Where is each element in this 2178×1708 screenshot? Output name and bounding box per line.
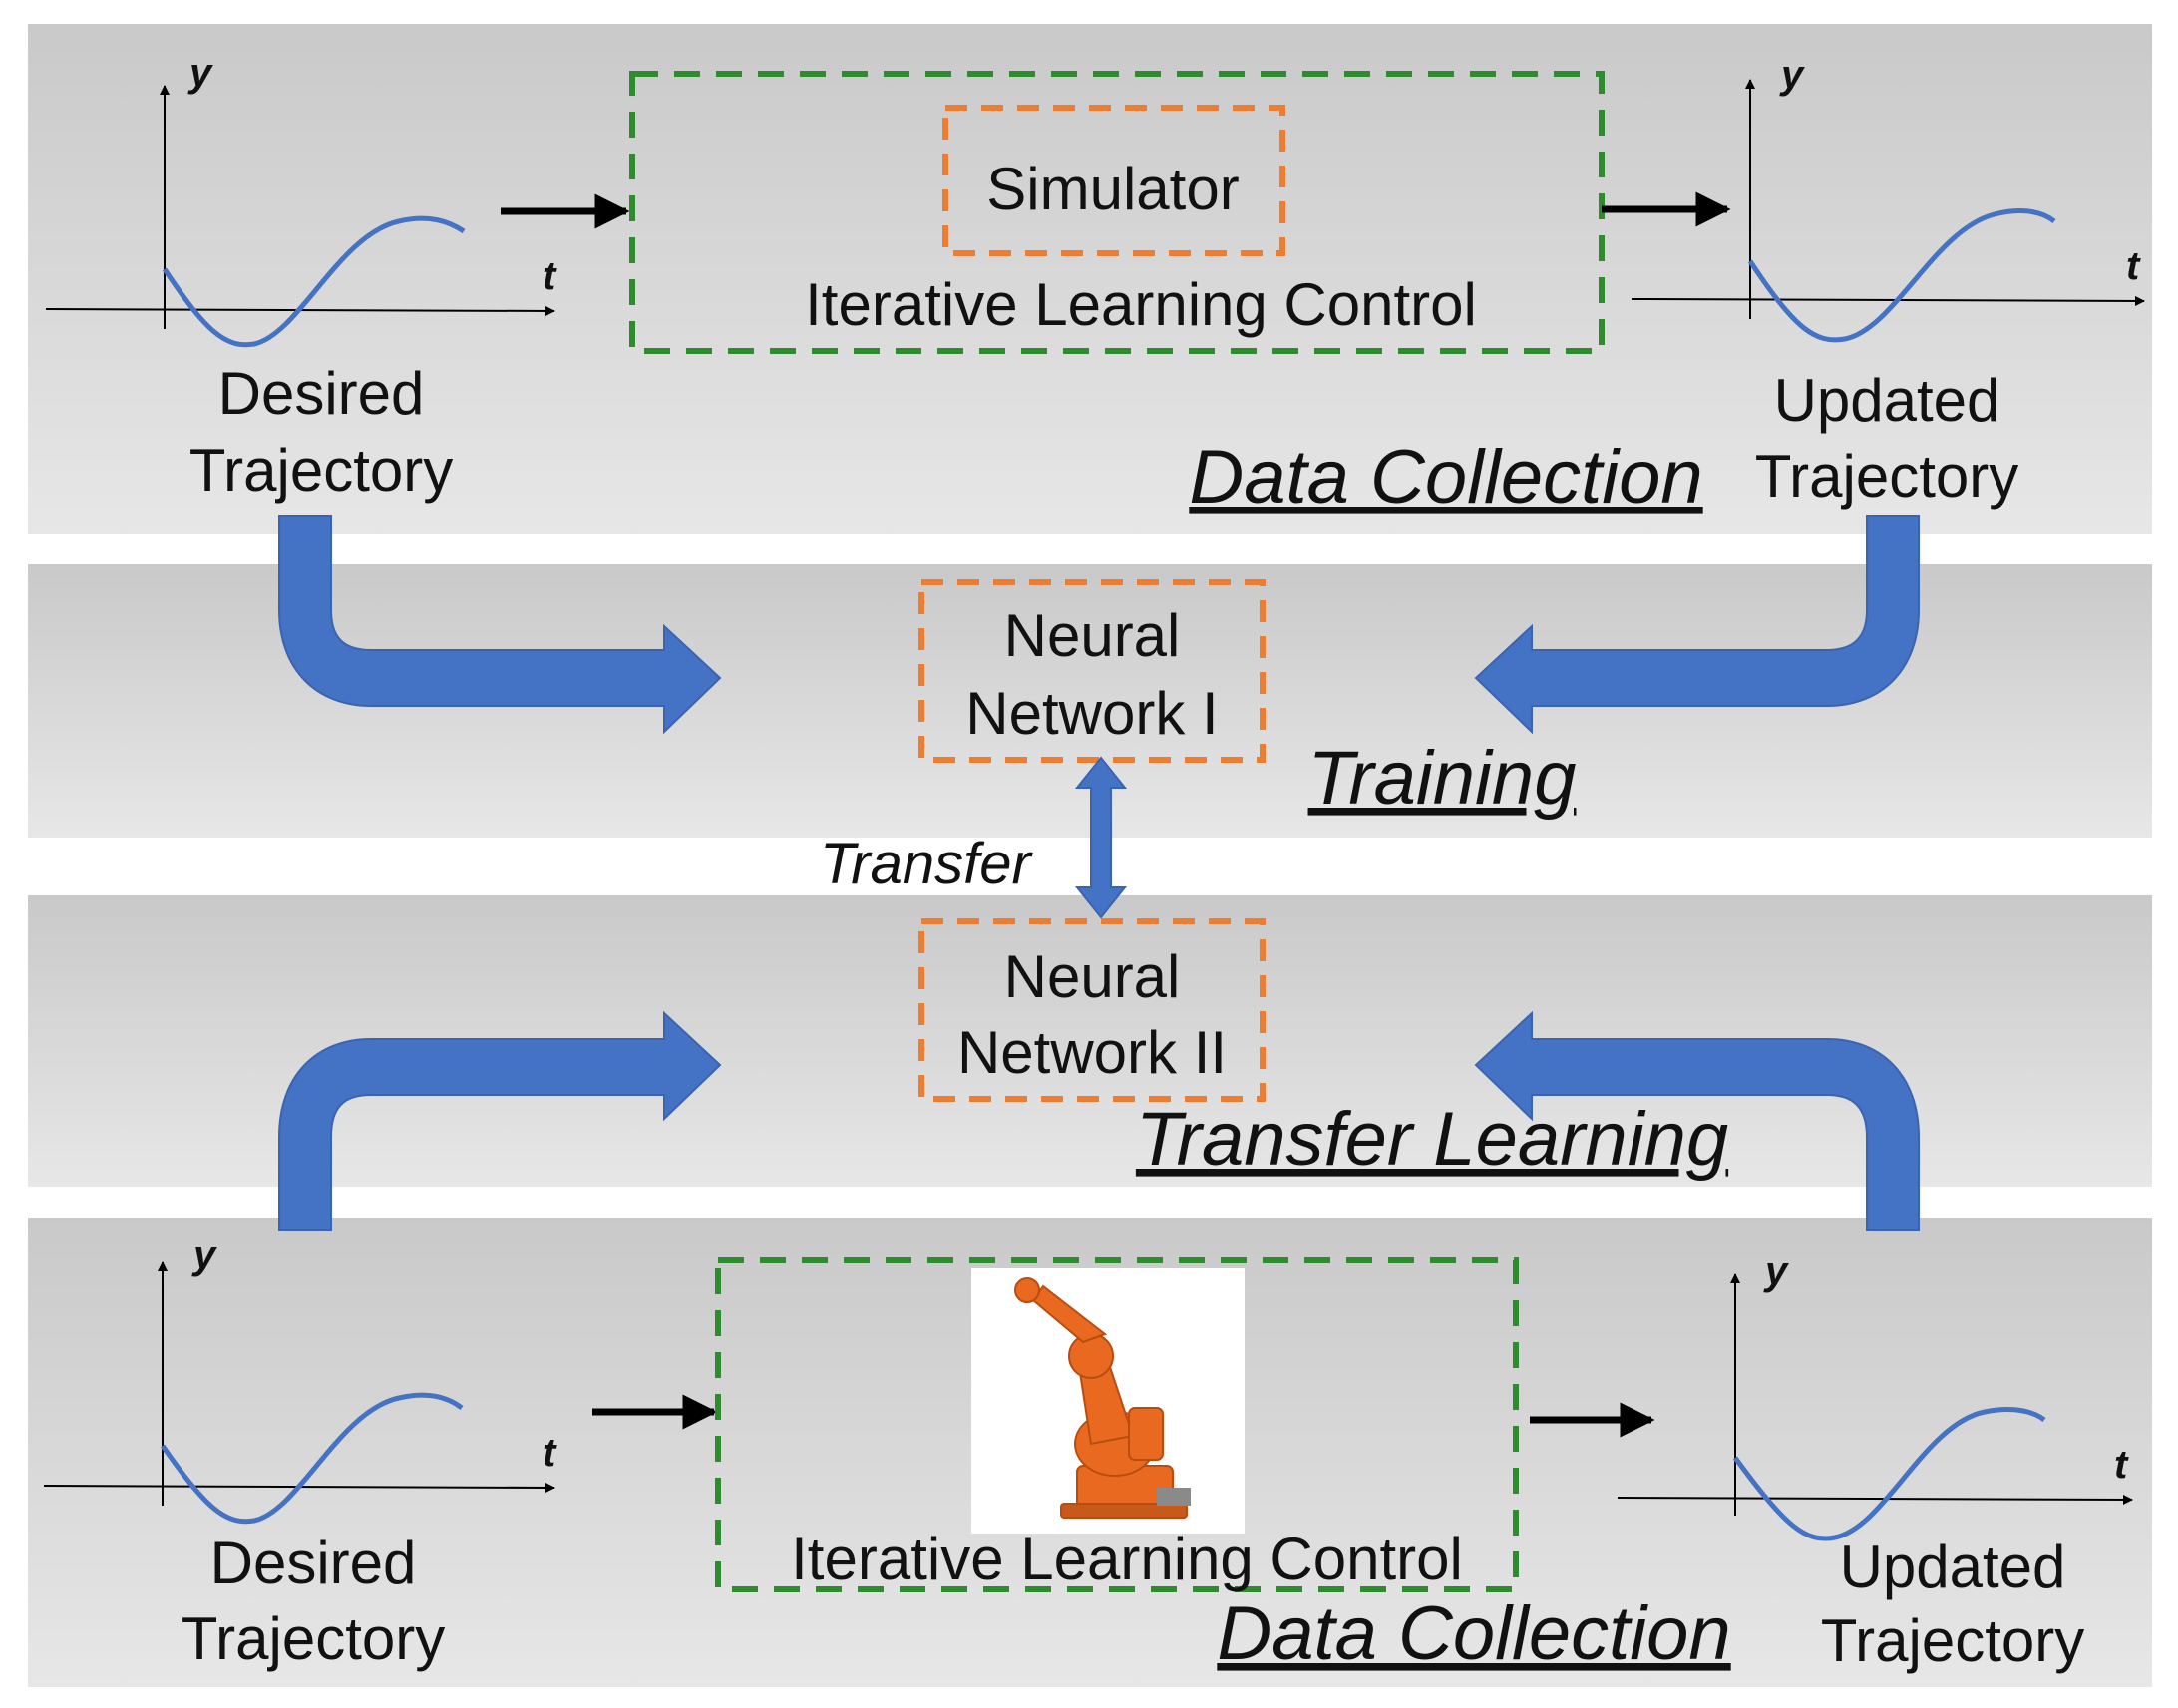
section-title-data-collection-top: Data Collection bbox=[1189, 435, 1702, 519]
t-axis bbox=[1617, 1494, 2133, 1505]
y-axis-label: y bbox=[1763, 1249, 1789, 1293]
t-axis-label: t bbox=[543, 254, 557, 298]
t-axis-label: t bbox=[2126, 244, 2141, 288]
y-axis-label: y bbox=[1779, 53, 1805, 97]
desired-trajectory-label-bottom-line2: Trajectory bbox=[182, 1605, 446, 1672]
ilc-label-top: Iterative Learning Control bbox=[805, 271, 1477, 338]
robot-counterweight bbox=[1128, 1407, 1164, 1461]
neural-network-2-box bbox=[918, 918, 1266, 1102]
industrial-robot-arm-image bbox=[971, 1268, 1245, 1534]
nn2-label-line2: Network II bbox=[957, 1019, 1227, 1086]
flow-arrow-updated-to-nn1 bbox=[1474, 515, 1920, 735]
ilc-box-bottom bbox=[715, 1257, 1519, 1592]
robot-base-plate bbox=[1060, 1503, 1188, 1519]
section-title-transfer-learning: Transfer Learning bbox=[1136, 1097, 1728, 1182]
desired-trajectory-label-line1: Desired bbox=[218, 360, 425, 427]
simulator-box bbox=[942, 105, 1285, 256]
nn2-label-line1: Neural bbox=[1004, 943, 1181, 1010]
transfer-double-arrow bbox=[1074, 756, 1128, 919]
robot-elbow bbox=[1068, 1333, 1114, 1379]
updated-trajectory-label-bottom-line2: Trajectory bbox=[1821, 1607, 2085, 1674]
ilc-label-bottom: Iterative Learning Control bbox=[791, 1526, 1463, 1592]
flow-arrow-desired-to-nn2 bbox=[278, 1010, 722, 1231]
neural-network-1-box bbox=[918, 579, 1266, 763]
t-axis-label: t bbox=[2114, 1443, 2129, 1487]
flow-arrow-updated-to-nn2 bbox=[1474, 1010, 1920, 1231]
trajectory-curve bbox=[1732, 1407, 2046, 1541]
section-title-training: Training bbox=[1308, 736, 1577, 821]
robot-upper-arm bbox=[1031, 1284, 1108, 1344]
trajectory-curve bbox=[1747, 207, 2056, 343]
nn1-label-line1: Neural bbox=[1004, 602, 1181, 669]
nn1-label-line2: Network I bbox=[965, 680, 1218, 747]
updated-trajectory-plot-bottom: y t bbox=[1617, 1249, 2133, 1541]
updated-trajectory-plot-top: y t bbox=[1631, 53, 2145, 343]
y-axis-label: y bbox=[191, 1233, 217, 1277]
desired-trajectory-plot-top: y t bbox=[45, 51, 557, 348]
updated-trajectory-label-line2: Trajectory bbox=[1755, 443, 2019, 510]
desired-trajectory-plot-bottom: y t bbox=[43, 1233, 557, 1525]
robot-wrist bbox=[1014, 1277, 1040, 1303]
transfer-label: Transfer bbox=[820, 832, 1033, 896]
desired-trajectory-label-line2: Trajectory bbox=[189, 437, 454, 504]
robot-cable-box bbox=[1157, 1488, 1191, 1506]
flow-arrow-desired-to-nn1 bbox=[278, 515, 722, 735]
trajectory-curve bbox=[160, 1392, 464, 1525]
t-axis bbox=[1631, 295, 2145, 306]
simulator-label: Simulator bbox=[986, 156, 1239, 222]
y-axis-label: y bbox=[187, 51, 213, 95]
t-axis-label: t bbox=[543, 1431, 557, 1475]
trajectory-curve bbox=[162, 215, 466, 348]
desired-trajectory-label-bottom-line1: Desired bbox=[210, 1530, 417, 1596]
updated-trajectory-label-line1: Updated bbox=[1774, 367, 2000, 434]
section-title-data-collection-bottom: Data Collection bbox=[1217, 1591, 1730, 1676]
updated-trajectory-label-bottom-line1: Updated bbox=[1840, 1534, 2066, 1600]
